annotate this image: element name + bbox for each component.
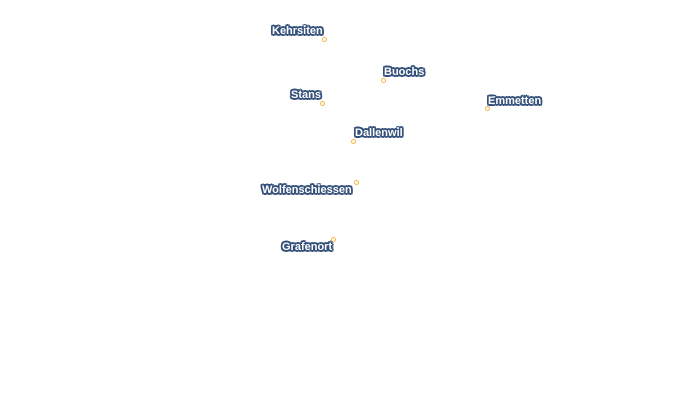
place-marker-kehrsiten[interactable] [322, 37, 327, 42]
place-label-kehrsiten: Kehrsiten [272, 25, 323, 37]
place-label-wolfenschiessen: Wolfenschiessen [262, 184, 352, 196]
place-marker-emmetten[interactable] [485, 106, 490, 111]
place-label-dallenwil: Dallenwil [355, 127, 403, 139]
place-label-buochs: Buochs [384, 66, 425, 78]
place-marker-grafenort[interactable] [331, 237, 336, 242]
place-label-grafenort: Grafenort [282, 241, 333, 253]
place-marker-stans[interactable] [320, 101, 325, 106]
place-marker-buochs[interactable] [381, 78, 386, 83]
place-marker-wolfenschiessen[interactable] [354, 180, 359, 185]
place-label-emmetten: Emmetten [488, 95, 542, 107]
place-marker-dallenwil[interactable] [351, 139, 356, 144]
place-label-stans: Stans [291, 89, 321, 101]
